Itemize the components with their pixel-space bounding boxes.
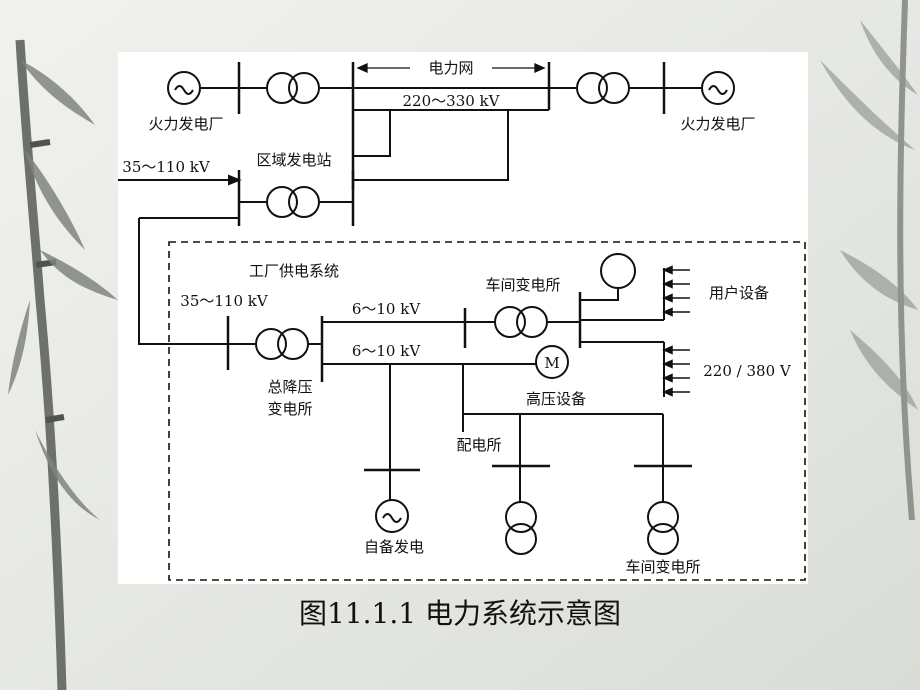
- factory-system-boundary: [168, 241, 806, 581]
- motor-symbol: M: [544, 354, 559, 372]
- load-circle: [600, 253, 636, 289]
- main-substation-label-1: 总降压: [267, 378, 312, 396]
- arrow-regional-input: [228, 174, 242, 186]
- transformer-workshop-top: [494, 306, 548, 338]
- regional-station-label: 区域发电站: [256, 151, 331, 169]
- distribution-station-label: 配电所: [456, 436, 501, 454]
- bamboo-leaves-left: [8, 60, 118, 520]
- thermal-plant-right-label: 火力发电厂: [680, 115, 755, 133]
- transformer-top-right: [576, 72, 630, 104]
- user-equipment-arrows: [662, 265, 690, 317]
- diagram-panel: ~ M 电力网 220～330 kV 火力发电厂 火力发电厂 区域发电站 35～…: [118, 52, 808, 584]
- main-substation-label-2: 变电所: [267, 400, 312, 418]
- figure-caption: 图11.1.1 电力系统示意图: [299, 597, 621, 630]
- backup-generator: [375, 499, 409, 533]
- bamboo-stalk-left: [15, 39, 67, 690]
- power-system-diagram: ~ M 电力网 220～330 kV 火力发电厂 火力发电厂 区域发电站 35～…: [118, 59, 806, 581]
- feeder-voltage-bottom-label: 6～10 kV: [352, 342, 421, 360]
- transformer-top-left: [266, 72, 320, 104]
- transformer-main-step-down: [255, 328, 309, 360]
- line-grid-to-regional-hv-2: [353, 110, 509, 181]
- line-lv-to-load-circle: [580, 288, 619, 301]
- workshop-substation-bottom-label: 车间变电所: [625, 558, 700, 576]
- regional-input-voltage-label: 35～110 kV: [122, 158, 211, 176]
- hv-equipment-label: 高压设备: [526, 390, 586, 408]
- transformer-regional: [266, 186, 320, 218]
- bamboo-stalk-right: [897, 0, 915, 521]
- thermal-plant-left-generator: [167, 71, 201, 105]
- transformer-distribution-mid: [505, 501, 537, 555]
- grid-span-arrow: [356, 62, 546, 74]
- thermal-plant-right-generator: [701, 71, 735, 105]
- factory-system-label: 工厂供电系统: [249, 262, 339, 280]
- user-equipment-label: 用户设备: [709, 284, 769, 302]
- workshop-substation-top-label: 车间变电所: [485, 276, 560, 294]
- transformer-workshop-bottom: [647, 501, 679, 555]
- hv-motor: [535, 345, 569, 379]
- grid-voltage-label: 220～330 kV: [403, 92, 501, 110]
- factory-input-voltage-label: 35～110 kV: [180, 292, 269, 310]
- line-regional-to-factory: [138, 218, 228, 345]
- thermal-plant-left-label: 火力发电厂: [148, 115, 223, 133]
- feeder-voltage-top-label: 6～10 kV: [352, 300, 421, 318]
- low-voltage-load-arrows: [662, 345, 690, 397]
- grid-label: 电力网: [428, 59, 473, 77]
- line-grid-to-regional-hv-1: [353, 110, 391, 157]
- low-voltage-label: 220 / 380 V: [703, 362, 792, 380]
- backup-generation-label: 自备发电: [364, 538, 424, 556]
